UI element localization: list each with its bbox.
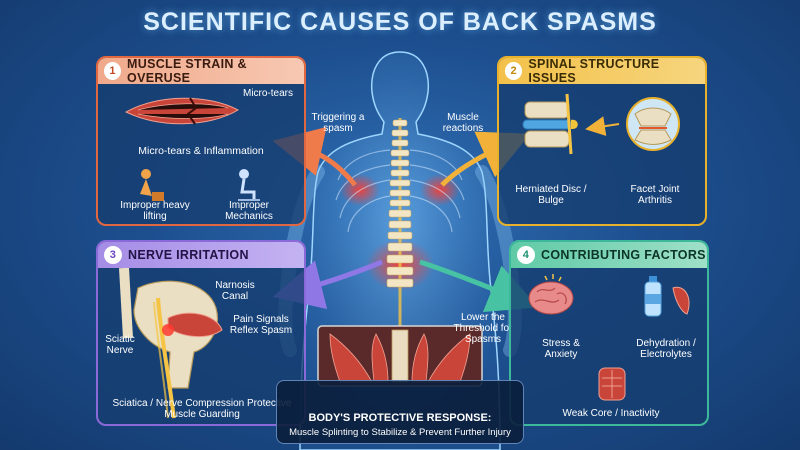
spinal-illustration: [522, 93, 680, 155]
muscle-fiber: [124, 97, 240, 125]
panel3-header: 3 NERVE IRRITATION: [98, 242, 304, 268]
person-lifting-icon: [140, 169, 164, 201]
triggering-label: Triggering a spasm: [311, 112, 365, 134]
panel3-pain-label: Pain Signals Reflex Spasm: [229, 314, 293, 336]
tear-icon: [186, 97, 198, 125]
panel1-microtears-label: Micro-tears: [242, 88, 293, 99]
panel3-number: 3: [104, 246, 122, 264]
core-muscles-icon: [598, 367, 626, 401]
water-bottle-icon: [644, 276, 662, 317]
panel1-title: MUSCLE STRAIN & OVERUSE: [127, 57, 247, 85]
ribs: [335, 149, 465, 233]
panel1-caption: Micro-tears & Inflammation: [138, 145, 264, 157]
panel-contributing-factors: 4 CONTRIBUTING FACTORS Stress & Anxiety …: [509, 240, 709, 426]
muscle-cramp-icon: [672, 286, 690, 315]
panel1-number: 1: [104, 62, 122, 80]
panel4-header: 4 CONTRIBUTING FACTORS: [511, 242, 707, 268]
panel3-caption: Sciatica / Nerve Compression Protective …: [112, 398, 292, 420]
facet-arrow-icon: [585, 116, 620, 137]
factors-illustration: [528, 274, 690, 401]
panel3-title: NERVE IRRITATION: [128, 248, 249, 262]
page-title: SCIENTIFIC CAUSES OF BACK SPASMS: [143, 8, 657, 36]
panel2-number: 2: [505, 62, 523, 80]
herniated-disc-icon: [522, 93, 578, 155]
torn-muscle-illustration: [124, 97, 260, 201]
panel-muscle-strain: 1 MUSCLE STRAIN & OVERUSE Micro-tears Mi…: [96, 56, 306, 226]
protective-response-subtitle: Muscle Splinting to Stabilize & Prevent …: [289, 427, 511, 438]
brain-icon: [528, 274, 574, 315]
panel3-canal-label: Narnosis Canal: [215, 280, 255, 302]
panel2-item-herniated: Herniated Disc / Bulge: [515, 184, 587, 206]
panel2-item-facet: Facet Joint Arthritis: [630, 184, 680, 206]
panel4-item-core: Weak Core / Inactivity: [562, 408, 660, 419]
facet-joint-icon: [626, 97, 680, 151]
panel4-item-stress: Stress & Anxiety: [542, 338, 580, 360]
nerve-pain-spot: [162, 324, 174, 336]
pelvis-illustration: [119, 268, 223, 419]
muscle-reactions-label: Muscle reactions: [442, 112, 484, 134]
lower-back-muscles: [329, 329, 471, 383]
panel2-title: SPINAL STRUCTURE ISSUES: [528, 57, 660, 85]
panel-nerve-irritation: 3 NERVE IRRITATION Narnosis Canal Pain S…: [96, 240, 306, 426]
panel1-item-mechanics: Improper Mechanics: [225, 200, 273, 222]
panel4-item-dehydration: Dehydration / Electrolytes: [636, 338, 696, 360]
protective-response-title: BODY'S PROTECTIVE RESPONSE:: [308, 412, 492, 424]
panel1-item-lifting: Improper heavy lifting: [120, 200, 190, 222]
panel4-number: 4: [517, 246, 535, 264]
panel4-title: CONTRIBUTING FACTORS: [541, 248, 706, 262]
vertebrae: [386, 119, 414, 288]
panel1-header: 1 MUSCLE STRAIN & OVERUSE: [98, 57, 304, 85]
sciatic-nerve: [156, 297, 176, 419]
panel3-sciatic-label: Sciatic Nerve: [105, 334, 135, 356]
protective-response-box: [276, 380, 524, 444]
glute-muscle: [167, 312, 223, 337]
spine-segment: [119, 268, 133, 339]
person-sitting-icon: [238, 169, 260, 201]
panel2-header: 2 SPINAL STRUCTURE ISSUES: [499, 57, 705, 85]
lower-threshold-label: Lower the Threshold for Spasms: [453, 312, 513, 345]
panel-spinal-structure: 2 SPINAL STRUCTURE ISSUES Herniated Disc…: [497, 56, 707, 226]
